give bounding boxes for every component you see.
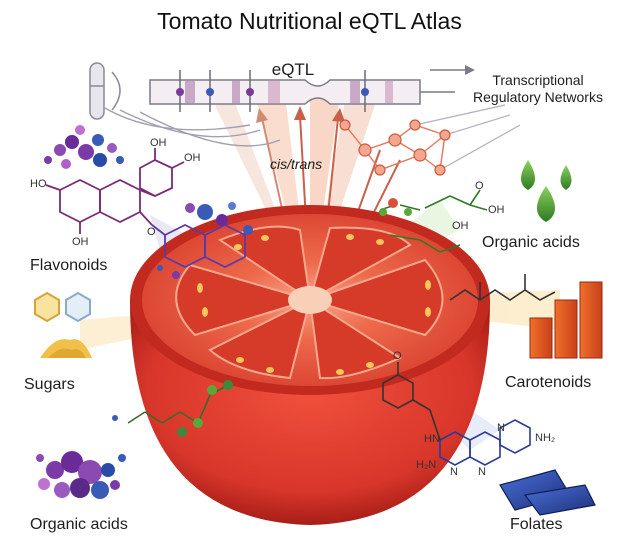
- folate-crystals: [499, 469, 596, 516]
- flavonoids-label: Flavonoids: [30, 257, 108, 274]
- flavonoid-molecule-cluster: [44, 125, 124, 169]
- chem-o-label: O: [147, 226, 156, 238]
- organic-acids-right-label: Organic acids: [482, 234, 580, 251]
- chem-n-label: N: [450, 466, 458, 478]
- chromosome-icon: [89, 62, 121, 120]
- chem-oh-label: OH: [72, 236, 89, 248]
- chem-o-label: O: [393, 350, 402, 362]
- sugars-label: Sugars: [24, 376, 75, 393]
- chem-hn-label: HN: [424, 433, 440, 445]
- eqtl-gene-track: [149, 65, 475, 112]
- folates-label: Folates: [510, 516, 563, 533]
- cis-trans-label: cis/trans: [270, 156, 323, 172]
- organic-acid-cluster-left: [36, 451, 126, 499]
- folate-structure: [382, 362, 531, 466]
- tomato-locules: [175, 225, 444, 380]
- tomato-seeds: [197, 234, 431, 375]
- organic-acid-atoms-right: [379, 198, 412, 216]
- chem-ho-label: HO: [30, 178, 47, 190]
- chem-oh-label: OH: [452, 220, 469, 232]
- chem-h2n-label: H₂N: [416, 459, 437, 471]
- chem-nh2-label: NH₂: [535, 432, 556, 444]
- sugar-hexagons: [34, 291, 91, 323]
- organic-acids-left-label: Organic acids: [30, 516, 128, 533]
- chem-oh-label: OH: [184, 152, 201, 164]
- sugar-pile: [40, 339, 92, 358]
- carotenoid-bars: [529, 281, 603, 359]
- regulatory-network: [339, 104, 521, 176]
- chem-n-label: N: [497, 422, 505, 434]
- page-title: Tomato Nutritional eQTL Atlas: [157, 8, 462, 34]
- eqtl-label: eQTL: [271, 60, 315, 79]
- chem-n-label: N: [478, 466, 486, 478]
- carotenoids-label: Carotenoids: [505, 374, 592, 391]
- organic-acid-atoms-left: [112, 380, 233, 437]
- chem-o-label: O: [475, 180, 484, 192]
- regulatory-network-label: Transcriptional Regulatory Networks: [473, 72, 603, 105]
- tomato: [130, 205, 490, 525]
- carotenoid-chain: [449, 274, 556, 301]
- regulatory-curves: [104, 107, 281, 147]
- chem-oh-label: OH: [150, 137, 167, 149]
- chem-oh-label: OH: [488, 204, 505, 216]
- organic-acid-drops: [521, 160, 572, 222]
- flavonoid-structure: [45, 148, 246, 269]
- flavonoid-side-cluster: [157, 202, 253, 279]
